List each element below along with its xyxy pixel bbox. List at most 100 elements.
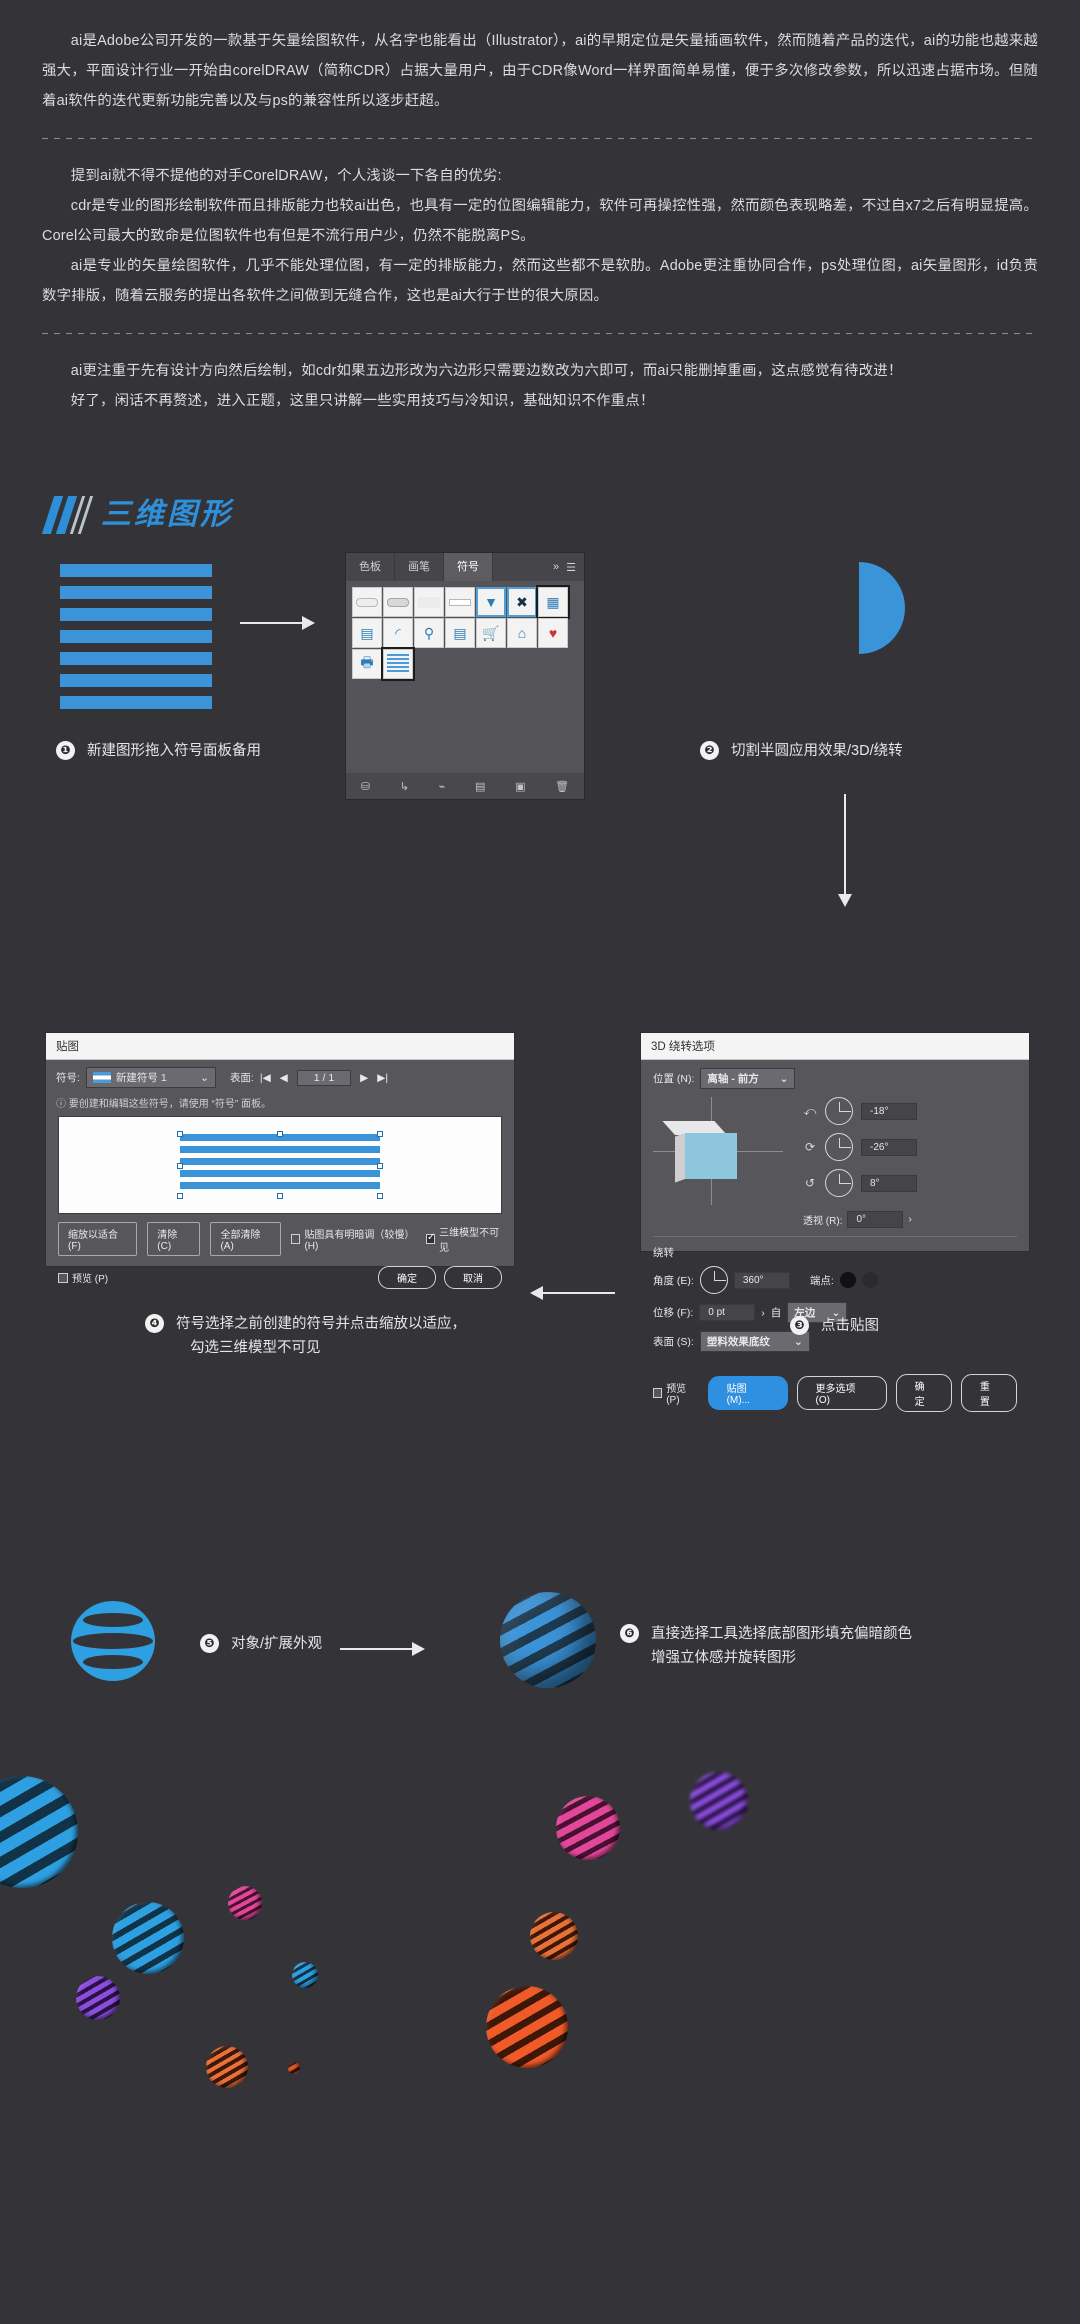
surface-nav[interactable]: |◀ ◀ 1 / 1 ▶ ▶| — [259, 1069, 389, 1086]
cancel-button[interactable]: 取消 — [444, 1266, 502, 1289]
selection-handle[interactable] — [277, 1193, 283, 1199]
ok-button[interactable]: 确定 — [895, 1374, 952, 1412]
revolve-angle-dial[interactable] — [699, 1266, 728, 1294]
rotate-x-row[interactable]: ⤺ -18° — [803, 1097, 917, 1125]
symbol-heart-plus[interactable]: ♥ — [538, 618, 568, 648]
checkbox-box[interactable] — [58, 1272, 68, 1283]
panel-header-icons[interactable]: » ☰ — [553, 553, 584, 581]
symbol-text-field[interactable] — [445, 587, 475, 617]
selection-handle[interactable] — [277, 1131, 283, 1137]
symbol-calendar[interactable]: ▦ — [536, 585, 570, 619]
rotation-dials[interactable]: ⤺ -18° ⟳ -26° ↺ 8° 透视 ( — [803, 1097, 917, 1228]
checkbox-box[interactable] — [425, 1232, 436, 1244]
first-surface-button[interactable]: |◀ — [259, 1071, 271, 1084]
symbol-button-grey[interactable] — [383, 587, 413, 617]
symbol-new-stripes[interactable] — [381, 647, 415, 681]
mapped-artwork[interactable] — [177, 1131, 383, 1199]
revolve-angle-row[interactable]: 角度 (E): 360° 端点: — [653, 1266, 1017, 1294]
new-symbol-icon[interactable]: ▣ — [515, 780, 526, 793]
symbols-grid[interactable]: ▼ ✖ ▦ ▤ ◜ ⚲ ▤ 🛒 ⌂ ♥ 🖶 — [346, 581, 584, 685]
selection-handle[interactable] — [177, 1163, 183, 1169]
revolve-angle-field[interactable]: 360° — [733, 1271, 790, 1289]
preview-checkbox[interactable]: 预览 (P) — [653, 1380, 699, 1406]
selection-handle[interactable] — [377, 1163, 383, 1169]
chevron-down-icon[interactable]: ⌄ — [831, 1306, 841, 1319]
symbol-options-icon[interactable]: ▤ — [474, 780, 486, 793]
map-art-canvas[interactable] — [58, 1116, 502, 1214]
map-art-buttons[interactable]: 缩放以适合 (F) 清除 (C) 全部清除 (A) 贴图具有明暗调（较慢）(H)… — [46, 1214, 514, 1260]
symbol-libraries-icon[interactable]: ⛁ — [360, 780, 371, 793]
tab-brushes[interactable]: 画笔 — [395, 553, 444, 581]
perspective-stepper-icon[interactable]: › — [908, 1214, 912, 1225]
symbol-home[interactable]: ⌂ — [507, 618, 537, 648]
invisible-geometry-checkbox[interactable]: 三维模型不可见 — [425, 1224, 502, 1254]
symbol-card[interactable]: ▤ — [445, 618, 475, 648]
symbol-box-plain[interactable] — [414, 587, 444, 617]
symbols-panel-tabs[interactable]: 色板 画笔 符号 » ☰ — [346, 553, 584, 581]
offset-field[interactable]: 0 pt — [699, 1304, 756, 1321]
chevron-down-icon[interactable]: ⌄ — [794, 1335, 803, 1348]
expand-icon[interactable]: » — [553, 561, 560, 573]
revolve-options-dialog[interactable]: 3D 绕转选项 位置 (N): 离轴 - 前方 ⌄ — [640, 1032, 1030, 1412]
ok-button[interactable]: 确定 — [378, 1266, 436, 1289]
place-symbol-icon[interactable]: ↳ — [399, 780, 409, 793]
cube-preview[interactable] — [653, 1097, 783, 1205]
endpoint-cap-icon[interactable] — [839, 1272, 856, 1288]
revolve-footer[interactable]: 预览 (P) 贴图 (M)... 更多选项 (O) 确定 重置 — [641, 1368, 1029, 1418]
checkbox-box[interactable] — [653, 1388, 663, 1398]
rotate-x-field[interactable]: -18° — [861, 1102, 917, 1120]
map-art-symbol-row[interactable]: 符号: 新建符号 1 ⌄ 表面: |◀ ◀ 1 / 1 ▶ ▶| — [46, 1060, 514, 1095]
tab-swatches[interactable]: 色板 — [346, 553, 395, 581]
last-surface-button[interactable]: ▶| — [377, 1071, 389, 1084]
rotate-z-dial[interactable] — [825, 1169, 853, 1197]
delete-symbol-icon[interactable]: 🗑 — [555, 780, 570, 793]
break-link-icon[interactable]: ⌁ — [438, 780, 446, 793]
position-row[interactable]: 位置 (N): 离轴 - 前方 ⌄ — [653, 1068, 1017, 1089]
perspective-row[interactable]: 透视 (R): 0° › — [803, 1211, 917, 1228]
rotate-y-dial[interactable] — [825, 1133, 853, 1161]
rotate-z-field[interactable]: 8° — [861, 1174, 917, 1192]
checkbox-box[interactable] — [291, 1234, 301, 1244]
rotate-y-field[interactable]: -26° — [861, 1138, 917, 1156]
revolve-preview-and-dials[interactable]: ⤺ -18° ⟳ -26° ↺ 8° 透视 ( — [653, 1097, 1017, 1228]
surface-page-field[interactable]: 1 / 1 — [296, 1069, 352, 1086]
rotate-y-row[interactable]: ⟳ -26° — [803, 1133, 917, 1161]
map-art-button[interactable]: 贴图 (M)... — [707, 1376, 788, 1410]
tab-symbols[interactable]: 符号 — [444, 553, 493, 581]
revolve-body[interactable]: 位置 (N): 离轴 - 前方 ⌄ — [641, 1060, 1029, 1368]
position-select[interactable]: 离轴 - 前方 ⌄ — [700, 1068, 796, 1089]
symbol-rss[interactable]: ◜ — [383, 618, 413, 648]
perspective-field[interactable]: 0° — [847, 1211, 904, 1228]
endpoint-open-icon[interactable] — [861, 1272, 878, 1288]
surface-select[interactable]: 塑料效果底纹 ⌄ — [699, 1331, 810, 1352]
surface-row[interactable]: 表面 (S): 塑料效果底纹 ⌄ — [653, 1331, 1017, 1352]
symbol-film[interactable]: ▤ — [352, 618, 382, 648]
symbol-printer[interactable]: 🖶 — [352, 649, 382, 679]
chevron-down-icon[interactable]: ⌄ — [200, 1071, 209, 1084]
symbol-close[interactable]: ✖ — [507, 587, 537, 617]
preview-checkbox[interactable]: 预览 (P) — [58, 1270, 108, 1285]
more-options-button[interactable]: 更多选项 (O) — [796, 1376, 887, 1410]
prev-surface-button[interactable]: ◀ — [279, 1071, 288, 1084]
selection-handle[interactable] — [377, 1131, 383, 1137]
next-surface-button[interactable]: ▶ — [360, 1071, 369, 1084]
symbols-panel[interactable]: 色板 画笔 符号 » ☰ ▼ ✖ ▦ ▤ ◜ ⚲ ▤ 🛒 ⌂ ♥ 🖶 — [345, 552, 585, 800]
selection-handle[interactable] — [177, 1193, 183, 1199]
selection-handle[interactable] — [177, 1131, 183, 1137]
rotate-z-row[interactable]: ↺ 8° — [803, 1169, 917, 1197]
symbol-select[interactable]: 新建符号 1 ⌄ — [85, 1067, 216, 1088]
symbol-button-light[interactable] — [352, 587, 382, 617]
cube-widget[interactable] — [662, 1121, 737, 1183]
chevron-down-icon[interactable]: ⌄ — [779, 1072, 789, 1085]
shade-artwork-checkbox[interactable]: 贴图具有明暗调（较慢）(H) — [291, 1226, 416, 1252]
symbols-panel-footer[interactable]: ⛁ ↳ ⌁ ▤ ▣ 🗑 — [346, 773, 584, 799]
scale-to-fit-button[interactable]: 缩放以适合 (F) — [58, 1222, 138, 1256]
selection-handle[interactable] — [377, 1193, 383, 1199]
panel-menu-icon[interactable]: ☰ — [566, 561, 576, 574]
rotate-x-dial[interactable] — [825, 1097, 853, 1125]
symbol-dropdown[interactable]: ▼ — [476, 587, 506, 617]
symbol-search[interactable]: ⚲ — [414, 618, 444, 648]
map-art-dialog[interactable]: 贴图 符号: 新建符号 1 ⌄ 表面: |◀ ◀ 1 / 1 ▶ ▶| ⓘ 要创… — [45, 1032, 515, 1289]
symbol-cart[interactable]: 🛒 — [476, 618, 506, 648]
map-art-footer[interactable]: 预览 (P) 确定 取消 — [46, 1260, 514, 1295]
